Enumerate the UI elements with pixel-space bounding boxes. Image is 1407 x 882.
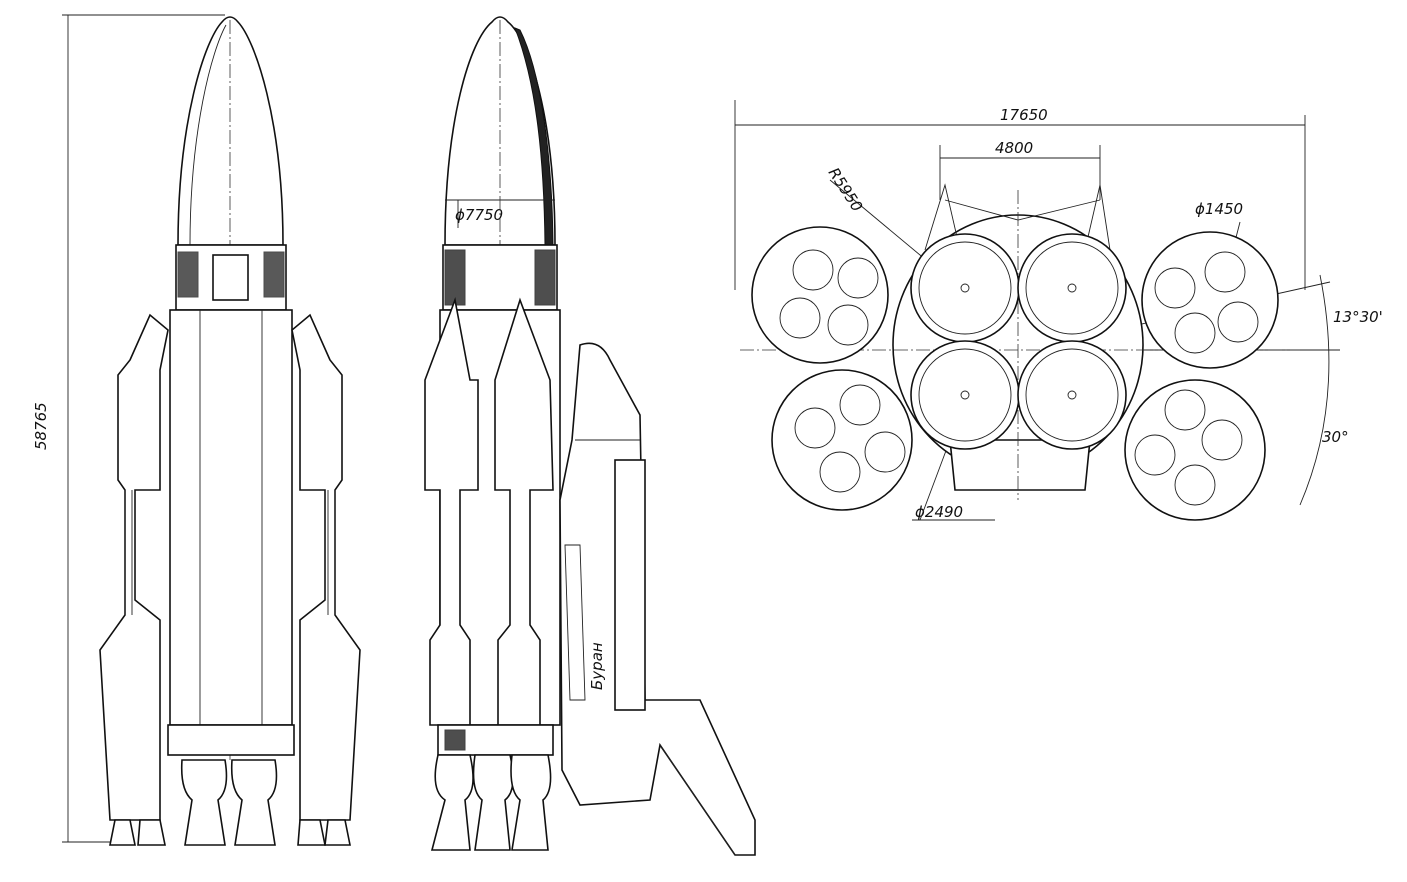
core-engine-diameter-label: ϕ2490 [915, 503, 963, 521]
booster-bottom-left [771, 369, 913, 511]
core-diameter-label: ϕ7750 [455, 206, 503, 224]
side-view-rocket: ϕ7750 Буран [424, 16, 756, 856]
front-engines [109, 759, 351, 846]
orbiter-buran: Буран [559, 342, 756, 856]
core-spacing-dimension: 4800 [939, 139, 1101, 200]
left-booster [99, 313, 169, 821]
overall-width-label: 17650 [1000, 106, 1048, 124]
bottom-view: 17650 4800 R5950 ϕ1450 13°30' 30° ϕ2490 [734, 100, 1383, 521]
booster-engine-diameter-label: ϕ1450 [1195, 200, 1243, 218]
radius-label: R5950 [825, 164, 867, 215]
booster-top-right [1141, 231, 1279, 369]
core-spacing-label: 4800 [995, 139, 1033, 157]
core-engines [910, 233, 1127, 450]
booster-side-1 [424, 297, 479, 726]
booster-top-left [751, 226, 889, 364]
core-stage [169, 309, 293, 726]
small-angle-label: 13°30' [1333, 308, 1383, 326]
right-booster [291, 313, 361, 821]
booster-side-2 [494, 297, 554, 726]
front-view-rocket [99, 16, 361, 846]
orbiter-name-label: Буран [588, 642, 606, 690]
height-label: 58765 [32, 402, 50, 450]
large-angle-label: 30° [1322, 428, 1349, 446]
booster-bottom-right [1124, 379, 1266, 521]
side-engines [430, 754, 552, 851]
payload-fairing [177, 16, 284, 246]
height-dimension: 58765 [32, 14, 225, 843]
overall-width-dimension: 17650 [734, 100, 1306, 290]
